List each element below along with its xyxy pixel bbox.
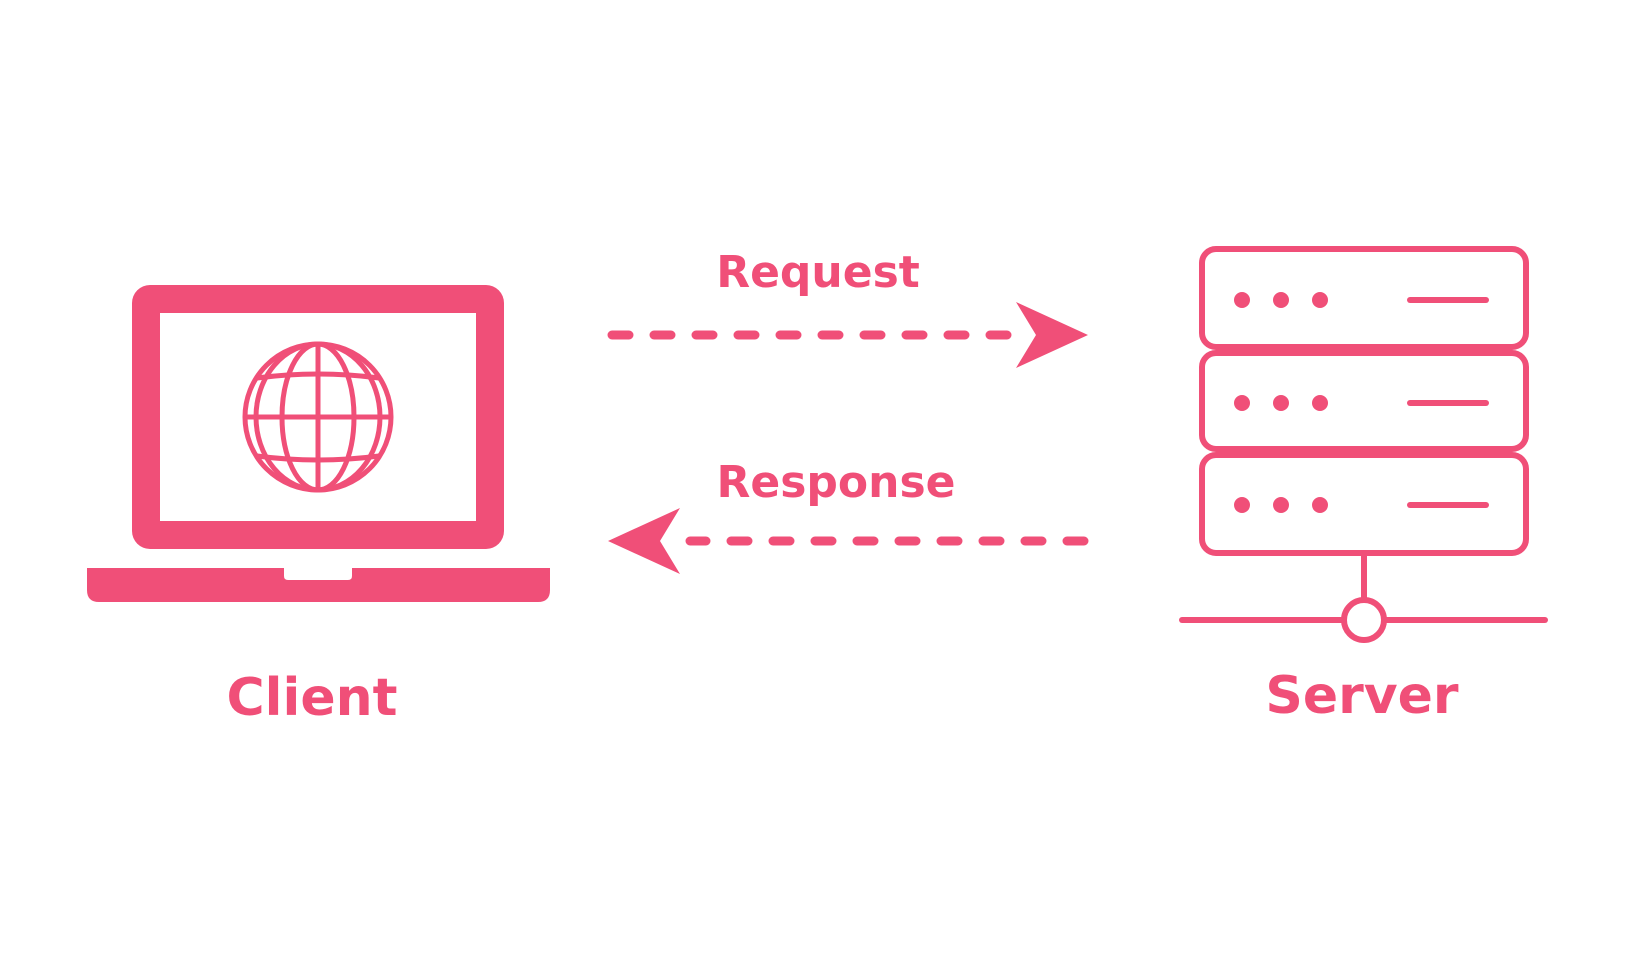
request-connection: Request (607, 247, 1088, 368)
request-arrowhead-icon (1016, 302, 1088, 368)
server-rack-icon (1179, 246, 1548, 643)
server-unit-2 (1199, 350, 1529, 452)
server-unit-1 (1199, 246, 1529, 350)
request-label: Request (716, 247, 920, 298)
laptop-base (87, 568, 550, 602)
response-label: Response (717, 457, 956, 508)
server-label: Server (1265, 666, 1459, 726)
response-arrowhead-icon (608, 508, 680, 574)
server-node: Server (1179, 246, 1548, 726)
client-label: Client (227, 668, 398, 728)
client-node: Client (87, 285, 550, 728)
response-connection: Response (608, 457, 1089, 574)
network-node-icon (1341, 597, 1387, 643)
globe-icon (242, 341, 394, 493)
server-led-dots (1234, 292, 1328, 513)
